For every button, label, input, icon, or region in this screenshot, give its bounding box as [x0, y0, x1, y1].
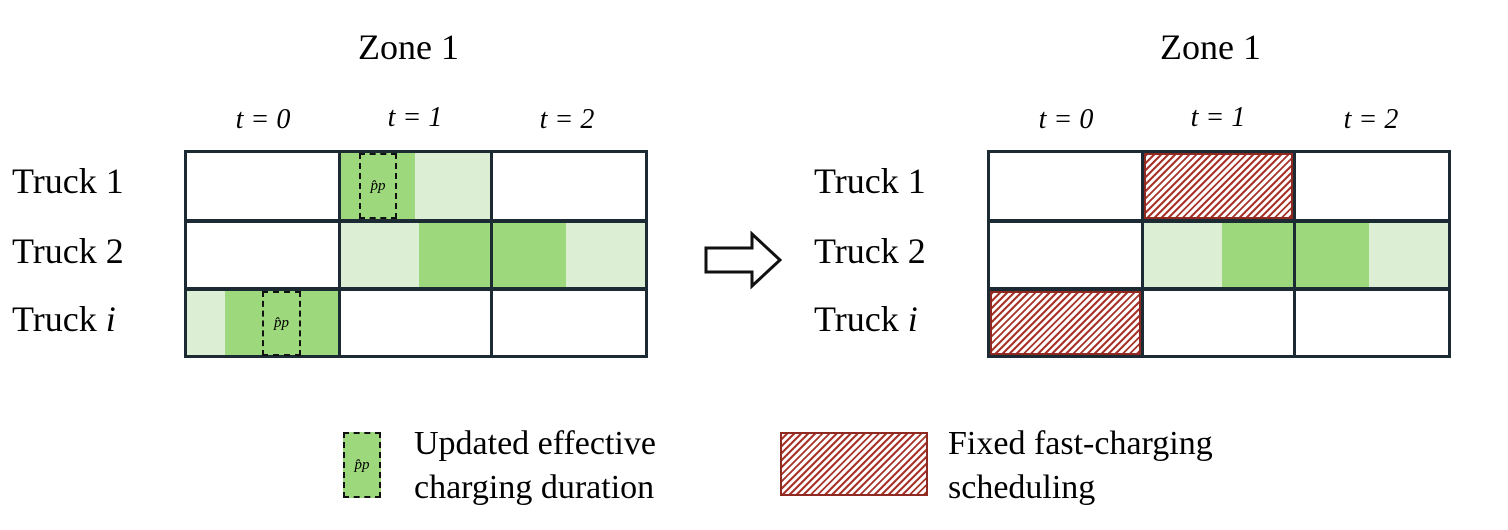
right-time-label-2: t = 2	[1343, 104, 1399, 135]
left-trucki-charge-active	[225, 291, 338, 355]
pp-label: p̂p	[370, 177, 386, 194]
right-row-label-truck-i: Truck i	[814, 299, 918, 339]
legend-updated-duration-swatch: p̂p	[343, 432, 381, 498]
right-trucki-fixed-fast-charging	[990, 291, 1141, 355]
right-time-label-1: t = 1	[1190, 102, 1246, 133]
pp-label: p̂p	[354, 456, 370, 473]
right-grid-hline-2	[990, 287, 1448, 291]
transition-arrow-icon	[704, 230, 783, 290]
right-truck2-charge-idle-1	[1143, 223, 1222, 289]
left-row-label-truck-1: Truck 1	[12, 161, 124, 201]
left-zone-title: Zone 1	[358, 27, 459, 67]
left-time-label-2: t = 2	[539, 104, 595, 135]
right-time-label-0: t = 0	[1038, 104, 1094, 135]
left-truck2-charge-active-1	[419, 223, 492, 289]
left-truck1-charge-active	[340, 153, 415, 219]
left-grid-vline-1	[338, 153, 341, 355]
legend-fixed-fast-charging-swatch	[780, 432, 928, 496]
left-truck1-charge-idle	[415, 153, 492, 219]
right-grid-vline-2	[1293, 153, 1296, 355]
right-row-label-truck-1: Truck 1	[814, 161, 926, 201]
legend-updated-duration-label: Updated effective charging duration	[414, 425, 656, 506]
left-grid-vline-2	[490, 153, 493, 355]
right-schedule-grid	[987, 150, 1451, 358]
left-truck2-charge-idle-2	[566, 223, 645, 289]
right-grid-hline-1	[990, 219, 1448, 223]
right-row-label-truck-2: Truck 2	[814, 231, 926, 271]
left-schedule-grid: p̂p p̂p	[184, 150, 648, 358]
right-truck2-charge-active-1	[1222, 223, 1295, 289]
left-row-label-truck-i: Truck i	[12, 299, 116, 339]
left-truck2-charge-active-2	[492, 223, 566, 289]
legend-fixed-fast-charging-label: Fixed fast-charging scheduling	[948, 425, 1213, 506]
legend: p̂p Updated effective charging duration …	[0, 420, 1508, 530]
right-truck1-fixed-fast-charging	[1144, 153, 1293, 219]
left-time-label-0: t = 0	[235, 104, 291, 135]
left-truck2-charge-idle-1	[340, 223, 419, 289]
right-truck2-charge-idle-2	[1369, 223, 1448, 289]
left-time-label-1: t = 1	[387, 102, 443, 133]
left-trucki-charge-idle	[187, 291, 225, 355]
left-truck1-updated-duration-box: p̂p	[359, 153, 397, 219]
right-zone-title: Zone 1	[1160, 27, 1261, 67]
right-truck2-charge-active-2	[1295, 223, 1369, 289]
left-grid-hline-1	[187, 219, 645, 223]
pp-label: p̂p	[274, 315, 289, 331]
right-grid-vline-1	[1141, 153, 1144, 355]
left-trucki-updated-duration-box: p̂p	[262, 291, 301, 356]
left-row-label-truck-2: Truck 2	[12, 231, 124, 271]
left-grid-hline-2	[187, 287, 645, 291]
